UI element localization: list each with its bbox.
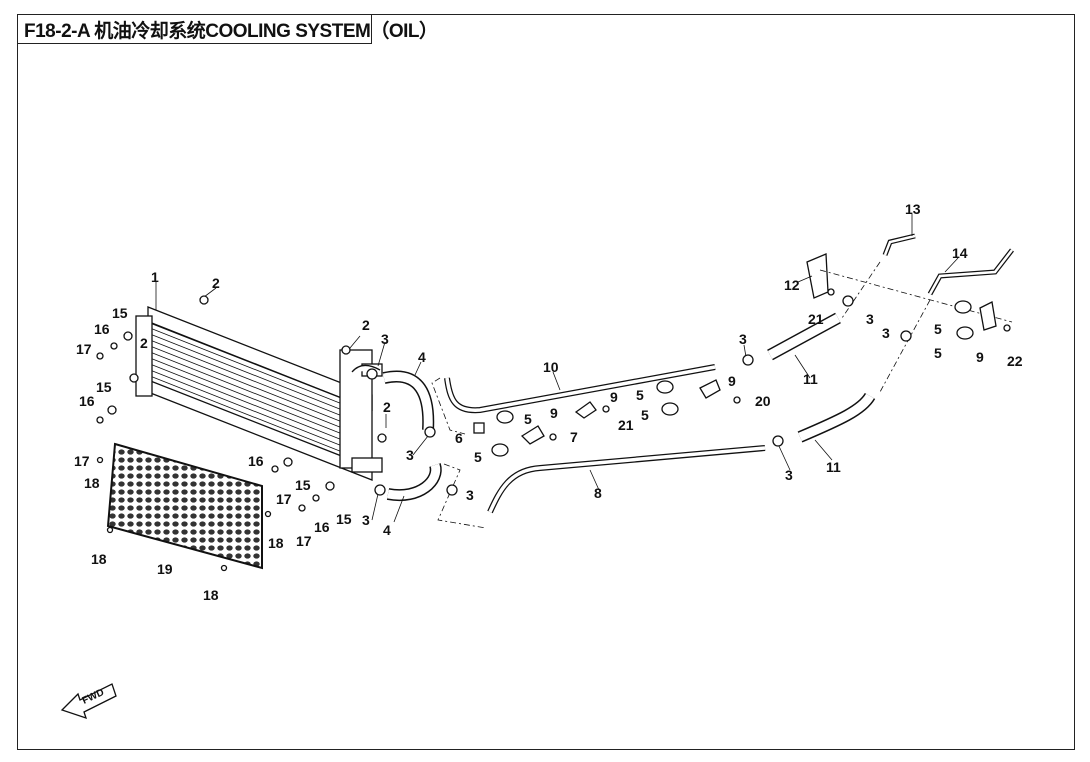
callout-c18b: 18 [268,535,284,551]
callout-c16b: 16 [79,393,95,409]
callout-c19: 19 [157,561,173,577]
callout-c1: 1 [151,269,159,285]
callout-c11a: 11 [803,371,818,387]
callout-c20: 20 [755,393,771,409]
callout-c16c: 16 [248,453,264,469]
callout-c16d: 16 [314,519,330,535]
callout-c3a: 3 [381,331,389,347]
leader-lines [155,214,959,523]
callout-c2b: 2 [362,317,370,333]
callout-c3b: 3 [406,447,414,463]
callout-c3d: 3 [466,487,474,503]
callout-c18a: 18 [84,475,100,491]
callout-c18c: 18 [91,551,107,567]
callout-c22: 22 [1007,353,1023,369]
small-parts [96,288,1011,572]
callout-c17c: 17 [276,491,292,507]
callout-c3e: 3 [739,331,747,347]
callout-c5f: 5 [934,345,942,361]
callout-c15c: 15 [295,477,311,493]
page-title: F18-2-A 机油冷却系统COOLING SYSTEM（OIL） [24,20,438,42]
title-box: F18-2-A 机油冷却系统COOLING SYSTEM（OIL） [17,14,438,44]
callout-c5e: 5 [934,321,942,337]
callout-c14: 14 [952,245,968,261]
callout-c17d: 17 [296,533,312,549]
protective-grille [106,442,263,570]
callout-c11b: 11 [826,459,841,475]
drawing-frame [17,14,1075,750]
oil-cooler [135,306,383,481]
callout-c2d: 2 [383,399,391,415]
callout-c9a: 9 [550,405,558,421]
callout-c15d: 15 [336,511,352,527]
callout-c3f: 3 [785,467,793,483]
callout-c15a: 15 [112,305,128,321]
callout-c18d: 18 [203,587,219,603]
callout-c21b: 21 [808,311,824,327]
callout-c5a: 5 [524,411,532,427]
callout-c8: 8 [594,485,602,501]
callout-c5c: 5 [636,387,644,403]
callout-c4b: 4 [383,522,391,538]
forward-arrow: FWD [60,683,117,720]
callout-c16a: 16 [94,321,110,337]
callout-c12: 12 [784,277,800,293]
callout-c3c: 3 [362,512,370,528]
hoses-and-pipes [351,233,1014,514]
callout-c3h: 3 [882,325,890,341]
callout-c5d: 5 [641,407,649,423]
callout-c15b: 15 [96,379,112,395]
callout-c10: 10 [543,359,559,375]
callout-c2a: 2 [212,275,220,291]
callout-c2c: 2 [140,335,148,351]
callout-c9d: 9 [976,349,984,365]
callout-c9b: 9 [610,389,618,405]
relation-lines [431,261,1013,529]
callout-c17a: 17 [76,341,92,357]
callout-c13: 13 [905,201,921,217]
callout-c5b: 5 [474,449,482,465]
callout-c9c: 9 [728,373,736,389]
callout-c7: 7 [570,429,578,445]
callout-c21a: 21 [618,417,634,433]
callout-c17b: 17 [74,453,90,469]
callout-c4a: 4 [418,349,426,365]
callout-c6: 6 [455,430,463,446]
callout-c3g: 3 [866,311,874,327]
